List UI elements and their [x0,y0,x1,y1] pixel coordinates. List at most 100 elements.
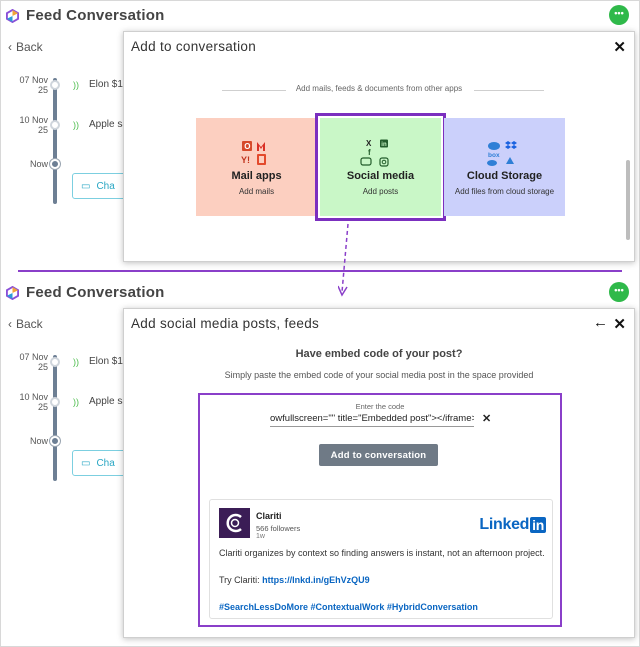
close-icon[interactable]: ✕ [613,316,626,333]
timeline-text[interactable]: Apple sa [89,119,128,130]
chat-bubble-icon[interactable]: ••• [609,5,629,25]
social-media-modal: Add social media posts, feeds ← ✕ Have e… [123,308,635,638]
timeline-text[interactable]: Elon $1T [89,356,130,367]
app-title: Feed Conversation [26,7,165,24]
comment-icon: ▭ [81,180,91,192]
rss-feed-icon: )) [73,357,79,367]
cloud-storage-card[interactable]: box Cloud Storage Add files from cloud s… [444,118,565,216]
section-separator [18,270,622,272]
chevron-left-icon: ‹ [8,40,12,54]
modal-title: Add to conversation [131,39,257,54]
timeline-text[interactable]: Apple sa [89,396,128,407]
embed-instruction: Simply paste the embed code of your soci… [224,370,534,380]
chat-button[interactable]: ▭ Cha [72,450,132,476]
comment-icon: ▭ [81,457,91,469]
code-label: Enter the code [355,402,405,411]
chat-button[interactable]: ▭ Cha [72,173,132,199]
timeline-row: Now [10,434,48,448]
embed-question: Have embed code of your post? [295,348,463,360]
cloud-app-icons: box [444,139,565,167]
timeline-date: 07 Nov 25 [19,352,48,372]
post-hashtags[interactable]: #SearchLessDoMore #ContextualWork #Hybri… [219,602,478,612]
divider-line [222,90,286,91]
svg-text:X: X [366,139,372,148]
rss-feed-icon: )) [73,120,79,130]
timeline-row[interactable]: 10 Nov 25 [10,115,48,135]
mail-logos-icon: O Y! [241,141,266,165]
timeline-date: 10 Nov 25 [19,115,48,135]
timeline-row[interactable]: 07 Nov 25 [10,352,48,372]
card-title: Mail apps [231,170,282,182]
embed-area: Enter the code ✕ Add to conversation Cla… [198,393,562,627]
post-link[interactable]: https://lnkd.in/gEhVzQU9 [262,575,370,585]
scrollbar[interactable] [626,160,630,240]
source-cards: O Y! Mail apps Add mails X in [196,113,565,221]
svg-text:Y!: Y! [241,155,250,165]
add-to-conversation-button[interactable]: Add to conversation [319,444,438,466]
app-header: Feed Conversation [6,284,164,301]
clear-icon[interactable]: ✕ [482,413,492,425]
timeline-row[interactable]: 10 Nov 25 [10,392,48,412]
top-panel: Feed Conversation ••• ‹ Back 07 Nov 25 )… [0,0,640,270]
cloud-logos-icon: box [486,141,517,166]
timeline-date: Now [29,436,48,446]
timeline: 07 Nov 25 )) Elon $1T 10 Nov 25 )) Apple… [10,349,140,489]
chevron-left-icon: ‹ [8,317,12,331]
timeline-date: Now [29,159,48,169]
app-header: Feed Conversation [6,7,164,24]
embed-code-input[interactable] [270,411,474,427]
transition-arrow-icon [338,223,349,297]
svg-text:in: in [381,142,387,148]
add-to-conversation-modal: Add to conversation ✕ Add mails, feeds &… [123,31,635,262]
timeline-now-dot [50,436,60,446]
timeline-dot [50,397,60,407]
social-logos-icon: X in f [359,139,389,167]
app-title: Feed Conversation [26,284,165,301]
svg-text:box: box [488,152,500,159]
timeline-dot [50,120,60,130]
modal-title: Add social media posts, feeds [131,316,320,331]
timeline-now-dot [50,159,60,169]
card-subtitle: Add posts [362,187,399,196]
card-title: Social media [346,170,415,182]
rss-feed-icon: )) [73,80,79,90]
arrow-left-icon[interactable]: ← [593,314,608,331]
clariti-logo-icon [6,285,19,300]
card-title: Cloud Storage [466,170,543,182]
chat-button-label: Cha [96,180,115,192]
post-followers: 566 followers [256,524,301,533]
svg-text:O: O [244,142,250,151]
back-link[interactable]: ‹ Back [8,317,43,331]
card-subtitle: Add mails [238,187,275,196]
timeline-bar [53,355,57,481]
social-media-card[interactable]: X in f Social media Add posts [315,113,446,221]
chat-bubble-icon[interactable]: ••• [609,282,629,302]
back-label: Back [16,317,43,331]
timeline-text[interactable]: Elon $1T [89,79,130,90]
close-icon[interactable]: ✕ [613,39,626,56]
social-app-icons: X in f [320,139,441,167]
back-link[interactable]: ‹ Back [8,40,43,54]
clariti-logo-icon [6,8,19,23]
clariti-avatar-icon [225,513,242,533]
post-author: Clariti [256,511,282,521]
timeline-row[interactable]: 07 Nov 25 [10,75,48,95]
divider-text: Add mails, feeds & documents from other … [124,84,634,93]
avatar [219,508,250,538]
timeline: 07 Nov 25 )) Elon $1T 10 Nov 25 )) Apple… [10,72,140,212]
mail-apps-card[interactable]: O Y! Mail apps Add mails [196,118,317,216]
timeline-date: 07 Nov 25 [19,75,48,95]
mail-app-icons: O Y! [196,139,317,167]
timeline-bar [53,78,57,204]
post-try-line: Try Clariti: https://lnkd.in/gEhVzQU9 [219,575,370,585]
back-label: Back [16,40,43,54]
chat-button-label: Cha [96,457,115,469]
timeline-dot [50,80,60,90]
timeline-row: Now [10,157,48,171]
timeline-dot [50,357,60,367]
post-body: Clariti organizes by context so finding … [219,548,545,558]
divider-line [474,90,544,91]
timeline-date: 10 Nov 25 [19,392,48,412]
